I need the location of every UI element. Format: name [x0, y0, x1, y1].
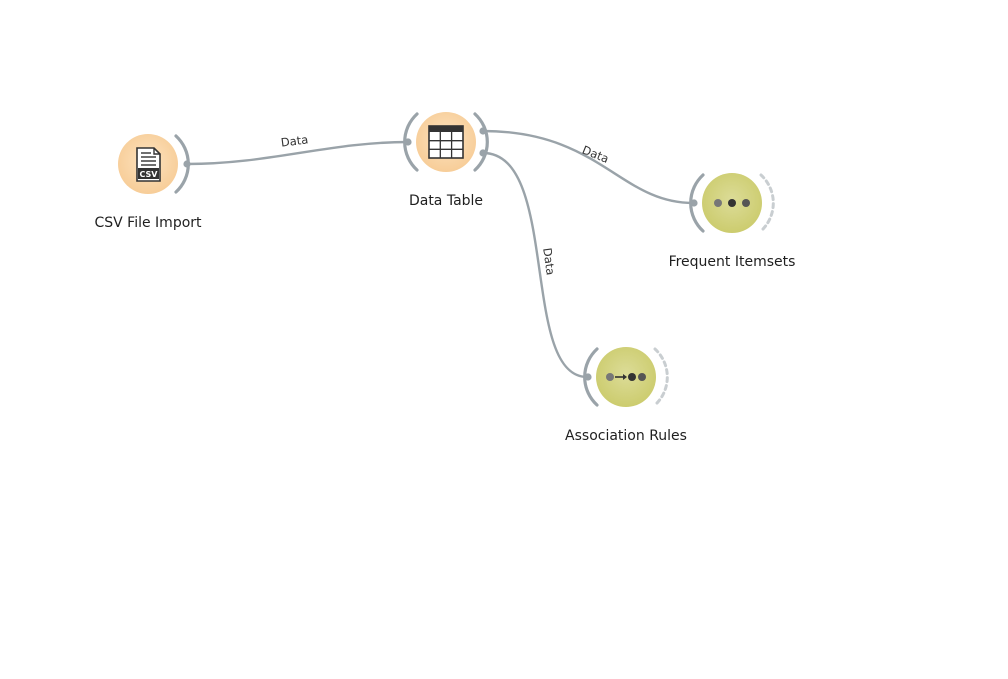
output-anchor[interactable]: [479, 149, 487, 157]
association-rules-icon: [606, 373, 646, 381]
csv-badge: CSV: [140, 170, 159, 179]
output-channel[interactable]: [653, 347, 669, 407]
itemsets-icon: [714, 199, 750, 207]
table-icon: [428, 125, 464, 159]
widget-label[interactable]: CSV File Import: [94, 215, 202, 231]
output-channel[interactable]: [473, 112, 489, 172]
widget-frequent-itemsets[interactable]: Frequent Itemsets: [669, 173, 796, 270]
input-anchor[interactable]: [584, 373, 592, 381]
widget-label[interactable]: Association Rules: [565, 428, 687, 444]
output-anchor[interactable]: [479, 127, 487, 135]
link-label: Data: [540, 247, 558, 276]
widget-association-rules[interactable]: Association Rules: [565, 347, 687, 444]
csv-file-icon: CSV: [136, 147, 161, 182]
link-csv-to-datatable[interactable]: Data: [186, 132, 409, 166]
widget-csv-file-import[interactable]: CSV CSV File Import: [94, 134, 202, 231]
widget-label[interactable]: Frequent Itemsets: [669, 254, 796, 270]
widget-data-table[interactable]: Data Table: [403, 112, 489, 209]
widget-label[interactable]: Data Table: [409, 193, 483, 209]
output-channel[interactable]: [759, 173, 775, 233]
input-anchor[interactable]: [404, 138, 412, 146]
link-datatable-to-frequent-itemsets[interactable]: Data: [482, 129, 694, 205]
output-anchor[interactable]: [183, 160, 191, 168]
link-label: Data: [280, 132, 309, 149]
link-datatable-to-association-rules[interactable]: Data: [482, 151, 588, 379]
input-anchor[interactable]: [690, 199, 698, 207]
